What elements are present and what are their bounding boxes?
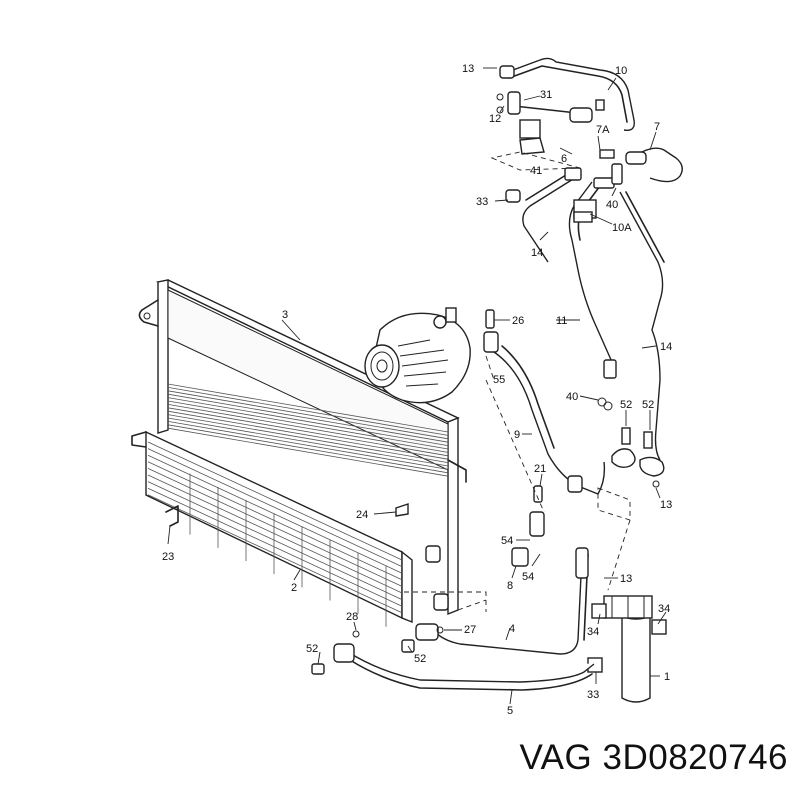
- pipe-network: [522, 163, 665, 461]
- callout-40-mid: 40: [566, 391, 578, 403]
- compressor: [364, 307, 471, 404]
- callout-13: 13: [462, 63, 474, 75]
- receiver-drier: [587, 595, 667, 703]
- callout-33-low: 33: [587, 689, 599, 701]
- callout-10a: 10A: [612, 222, 632, 234]
- callout-1: 1: [664, 671, 670, 683]
- small-parts: [165, 189, 660, 653]
- callout-54-b: 54: [522, 571, 534, 583]
- callout-8: 8: [507, 580, 513, 592]
- callout-26: 26: [512, 315, 524, 327]
- callout-40: 40: [606, 199, 618, 211]
- callout-28: 28: [346, 611, 358, 623]
- callout-11: 11: [556, 315, 567, 327]
- part-caption: VAG 3D0820746: [519, 738, 788, 778]
- callout-7a: 7A: [596, 124, 610, 136]
- callout-9: 9: [514, 429, 520, 441]
- callout-52-c: 52: [306, 643, 318, 655]
- callout-24: 24: [356, 509, 368, 521]
- callout-52-a: 52: [620, 399, 632, 411]
- callout-52-b: 52: [642, 399, 654, 411]
- brand-name: VAG: [519, 738, 593, 777]
- callout-34-left: 34: [587, 626, 599, 638]
- intercooler: [131, 430, 413, 627]
- callout-31: 31: [540, 89, 552, 101]
- callout-54-a: 54: [501, 535, 513, 547]
- callout-34-right: 34: [658, 603, 670, 615]
- callout-2: 2: [291, 582, 297, 594]
- callout-13-low: 13: [620, 573, 632, 585]
- callout-13-mid: 13: [660, 499, 672, 511]
- callout-4: 4: [509, 623, 515, 635]
- part-number: 3D0820746: [602, 738, 788, 777]
- hoses-4-5: [311, 547, 595, 691]
- callout-27: 27: [464, 624, 476, 636]
- line-9: [483, 309, 665, 495]
- callout-12: 12: [489, 113, 501, 125]
- callout-labels: 13 10 31 12 7A 7 6 41 40 33 10A 14 3 26 …: [162, 63, 672, 717]
- callout-14: 14: [531, 247, 543, 259]
- leader-lines: [167, 67, 667, 705]
- callout-6: 6: [561, 153, 567, 165]
- upper-lines: [496, 57, 683, 183]
- callout-55: 55: [493, 374, 505, 386]
- callout-21: 21: [534, 463, 546, 475]
- callout-33: 33: [476, 196, 488, 208]
- callout-14-right: 14: [660, 341, 672, 353]
- callout-52-d: 52: [414, 653, 426, 665]
- callout-23: 23: [162, 551, 174, 563]
- callout-41: 41: [530, 165, 542, 177]
- callout-3: 3: [282, 309, 288, 321]
- callout-10: 10: [615, 65, 627, 77]
- callout-7: 7: [654, 121, 660, 133]
- callout-5: 5: [507, 705, 513, 717]
